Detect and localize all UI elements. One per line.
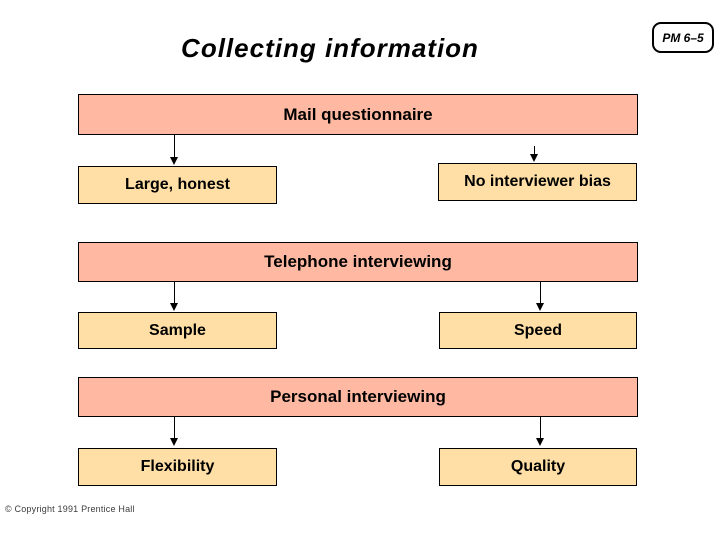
header-label: Personal interviewing [270, 387, 446, 406]
header-box-telephone-interviewing: Telephone interviewing [78, 242, 638, 282]
child-label: Speed [513, 321, 562, 339]
child-label: Sample [149, 321, 206, 339]
child-box-flexibility: Flexibility [78, 448, 277, 486]
child-box-no-interviewer-bias: No interviewer bias [438, 163, 637, 201]
copyright-text: © Copyright 1991 Prentice Hall [5, 504, 135, 514]
arrow-head [170, 303, 178, 311]
header-label: Telephone interviewing [264, 252, 452, 271]
arrow-head [536, 438, 544, 446]
slide-title: Collecting information [181, 33, 479, 63]
slide-number-label: PM 6–5 [662, 30, 704, 45]
slide-number-badge: PM 6–5 [652, 22, 714, 53]
arrow-stem [534, 146, 535, 155]
down-arrow-icon [170, 135, 179, 165]
child-label: Flexibility [140, 458, 215, 475]
arrow-stem [174, 417, 175, 439]
header-box-mail-questionnaire: Mail questionnaire [78, 94, 638, 135]
child-box-speed: Speed [439, 312, 637, 349]
arrow-stem [540, 417, 541, 439]
child-box-sample: Sample [78, 312, 277, 349]
arrow-head [170, 438, 178, 446]
down-arrow-icon [536, 417, 545, 446]
header-label: Mail questionnaire [283, 104, 433, 124]
child-label: No interviewer bias [464, 173, 611, 190]
down-arrow-icon [536, 282, 545, 311]
header-box-personal-interviewing: Personal interviewing [78, 377, 638, 417]
down-arrow-icon [170, 417, 179, 446]
arrow-stem [174, 135, 175, 158]
child-label: Quality [510, 458, 566, 475]
down-arrow-icon [530, 146, 539, 162]
arrow-stem [174, 282, 175, 304]
child-box-large-honest: Large, honest [78, 166, 277, 204]
arrow-stem [540, 282, 541, 304]
child-label: Large, honest [125, 176, 230, 193]
arrow-head [170, 157, 178, 165]
arrow-head [530, 154, 538, 162]
child-box-quality: Quality [439, 448, 637, 486]
arrow-head [536, 303, 544, 311]
down-arrow-icon [170, 282, 179, 311]
